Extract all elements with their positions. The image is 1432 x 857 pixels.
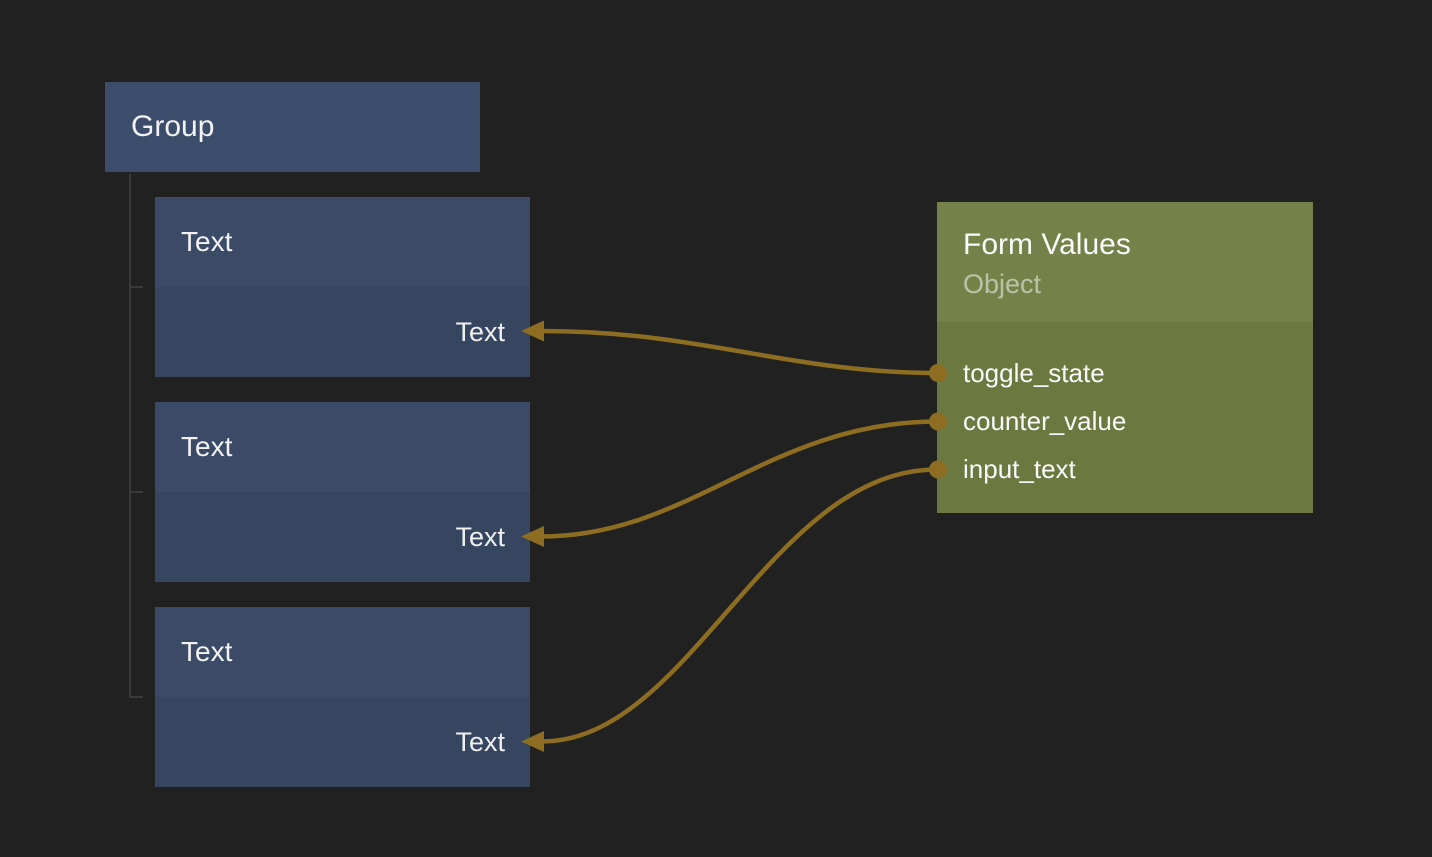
text-node-3-input-row[interactable]: Text [155, 697, 530, 787]
text-node-2-input-label: Text [455, 521, 505, 552]
text-node-1-input-label: Text [455, 316, 505, 347]
text-node-1-title: Text [181, 226, 233, 257]
group-children-tree-line [129, 174, 143, 698]
form-values-header[interactable]: Form Values Object [937, 202, 1313, 322]
output-row-toggle-state[interactable]: toggle_state [963, 349, 1313, 397]
form-values-title: Form Values [963, 228, 1131, 261]
text-node-2[interactable]: Text Text [155, 402, 530, 582]
output-row-counter-value[interactable]: counter_value [963, 397, 1313, 445]
output-row-input-text[interactable]: input_text [963, 445, 1313, 493]
group-node[interactable]: Group [105, 82, 480, 172]
text-node-2-input-row[interactable]: Text [155, 492, 530, 582]
text-node-3[interactable]: Text Text [155, 607, 530, 787]
text-node-1[interactable]: Text Text [155, 197, 530, 377]
text-node-1-input-row[interactable]: Text [155, 287, 530, 377]
wire-toggle-state-to-text-1[interactable] [541, 328, 938, 376]
form-values-node[interactable]: Form Values Object toggle_state counter_… [937, 202, 1313, 513]
text-node-3-header[interactable]: Text [155, 607, 530, 697]
wire-counter-value-to-text-2[interactable] [541, 419, 938, 539]
text-node-3-input-label: Text [455, 726, 505, 757]
text-node-3-title: Text [181, 636, 233, 667]
group-node-title: Group [131, 110, 215, 143]
form-values-subtitle: Object [963, 269, 1042, 299]
wire-input-text-to-text-3[interactable] [541, 467, 938, 744]
output-label-input-text: input_text [963, 453, 1076, 484]
output-label-toggle-state: toggle_state [963, 357, 1105, 388]
text-node-2-header[interactable]: Text [155, 402, 530, 492]
text-node-2-title: Text [181, 431, 233, 462]
form-values-body: toggle_state counter_value input_text [937, 322, 1313, 513]
output-label-counter-value: counter_value [963, 405, 1127, 436]
text-node-1-header[interactable]: Text [155, 197, 530, 287]
